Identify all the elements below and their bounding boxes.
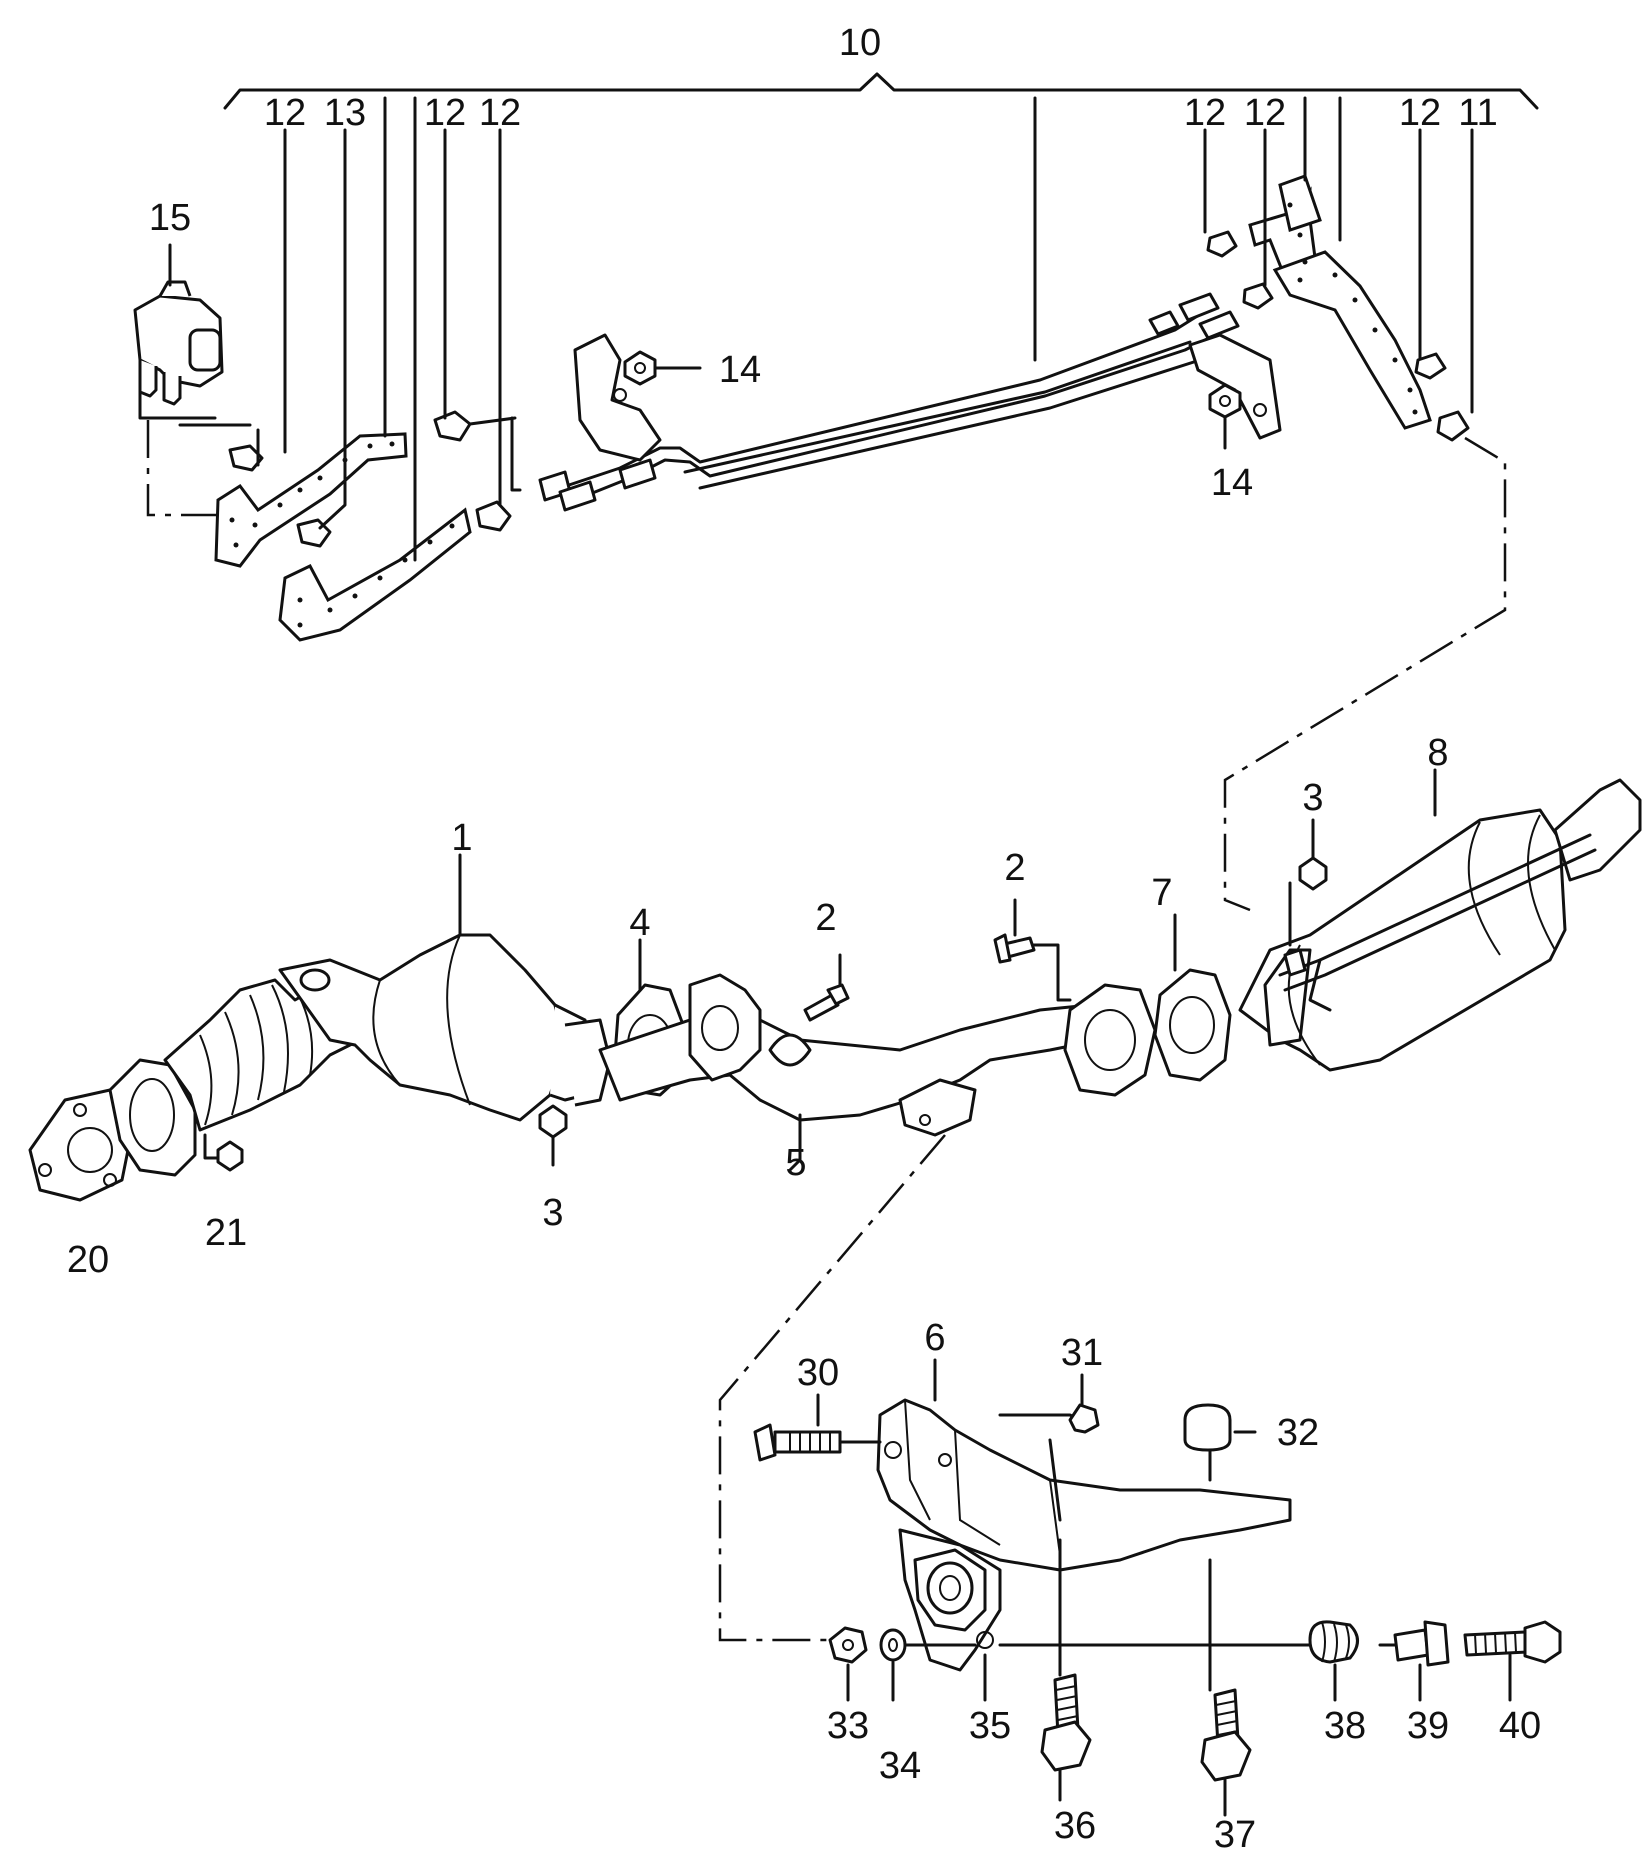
label-33: 33 — [827, 1705, 869, 1747]
nut-21 — [203, 1133, 244, 1172]
label-7: 7 — [1151, 872, 1172, 914]
bolt-2-upper — [993, 898, 1072, 1002]
washer-34 — [879, 1628, 977, 1702]
nut-3-upper — [1288, 818, 1328, 947]
label-5: 5 — [785, 1142, 806, 1184]
left-hoses — [178, 410, 522, 642]
right-hoses — [1206, 96, 1470, 442]
long-pipes-10 — [538, 96, 1282, 512]
bolt-36 — [1040, 1538, 1092, 1802]
nut-33 — [828, 1626, 868, 1702]
label-2: 2 — [1004, 847, 1025, 889]
label-12: 12 — [264, 92, 306, 134]
flange-pipe-rear — [1063, 983, 1157, 1097]
hanger-bracket-6 — [876, 1358, 1292, 1672]
label-3: 3 — [1302, 777, 1323, 819]
label-14: 14 — [1211, 462, 1253, 504]
label-38: 38 — [1324, 1705, 1366, 1747]
label-12: 12 — [1399, 92, 1441, 134]
group-bracket-10 — [223, 72, 1539, 110]
label-15: 15 — [149, 197, 191, 239]
link-pipe-to-hanger — [718, 1134, 946, 1642]
spacer-39 — [1378, 1620, 1450, 1702]
label-12: 12 — [1184, 92, 1226, 134]
callout-labels: 10 12 13 12 12 12 12 12 11 15 14 14 8 3 … — [67, 22, 1541, 1851]
label-20: 20 — [67, 1239, 109, 1281]
label-12: 12 — [1244, 92, 1286, 134]
label-11: 11 — [1458, 92, 1497, 134]
label-37: 37 — [1214, 1814, 1256, 1851]
bolt-40 — [1463, 1620, 1562, 1702]
label-30: 30 — [797, 1352, 839, 1394]
pressure-sensor-15 — [133, 280, 224, 517]
nut-3-lower — [538, 1104, 568, 1167]
label-36: 36 — [1054, 1805, 1096, 1847]
catalytic-converter-1 — [278, 853, 612, 1122]
label-39: 39 — [1407, 1705, 1449, 1747]
gasket-7 — [1153, 913, 1232, 1082]
label-12: 12 — [424, 92, 466, 134]
label-8: 8 — [1427, 732, 1448, 774]
label-6: 6 — [924, 1317, 945, 1359]
clip-31 — [1068, 1373, 1100, 1434]
particulate-filter-8 — [1238, 768, 1642, 1072]
link-hose-to-dpf — [1223, 436, 1507, 912]
label-2: 2 — [815, 897, 836, 939]
label-13: 13 — [324, 92, 366, 134]
label-1: 1 — [451, 817, 472, 859]
spring-38 — [998, 1620, 1359, 1702]
label-10: 10 — [839, 22, 881, 64]
label-14: 14 — [719, 349, 761, 391]
label-35: 35 — [969, 1705, 1011, 1747]
bolt-30 — [753, 1393, 882, 1462]
label-32: 32 — [1277, 1412, 1319, 1454]
rubber-mount-32 — [1183, 1403, 1257, 1692]
label-34: 34 — [879, 1745, 921, 1787]
flange-front-pipe — [108, 1058, 197, 1177]
bolt-2-lower — [803, 953, 850, 1022]
nut-14-upper — [623, 350, 702, 386]
label-31: 31 — [1061, 1332, 1103, 1374]
top-leader-lines — [168, 96, 1474, 562]
label-21: 21 — [205, 1212, 247, 1254]
label-4: 4 — [629, 902, 650, 944]
nut-14-lower — [1208, 383, 1242, 450]
flange-20 — [28, 1088, 132, 1202]
label-12: 12 — [479, 92, 521, 134]
label-40: 40 — [1499, 1705, 1541, 1747]
bolt-37 — [1200, 1688, 1252, 1817]
intermediate-pipe-5 — [598, 973, 1102, 1172]
label-3: 3 — [542, 1192, 563, 1234]
